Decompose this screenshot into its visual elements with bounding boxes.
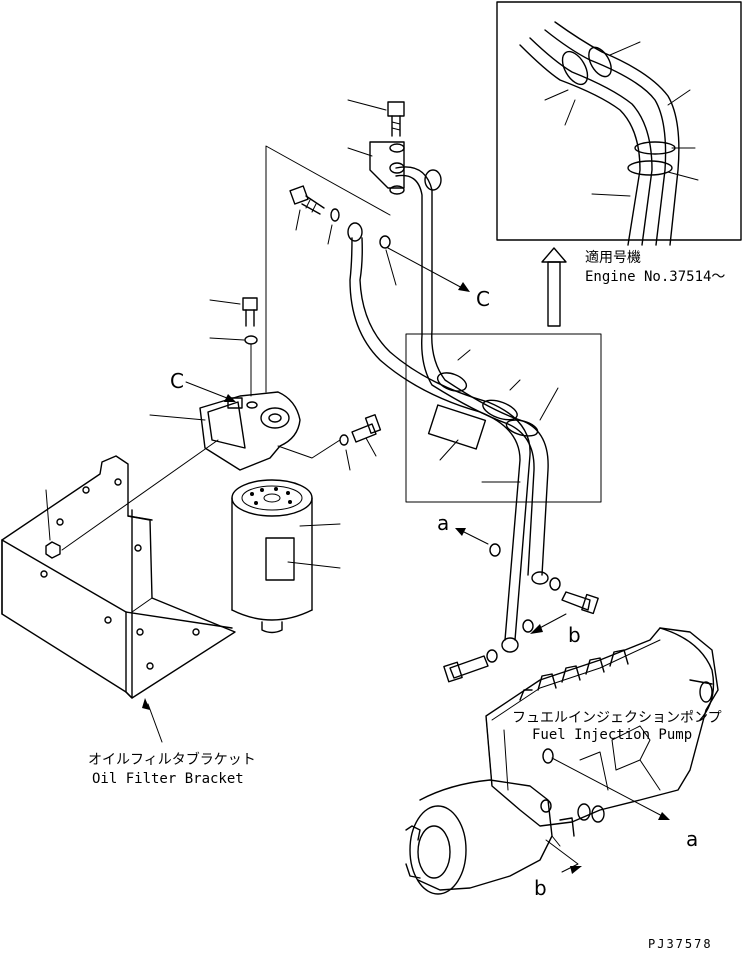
marker-a-lower-arrow	[551, 757, 670, 820]
lower-banjo-parts	[443, 577, 599, 683]
oil-filter-cartridge	[231, 479, 341, 634]
view-c-arrow	[387, 247, 470, 292]
marker-a-upper: a	[437, 511, 449, 535]
applicability-en: Engine No.37514～	[585, 269, 725, 285]
marker-b-lower-arrow	[545, 839, 582, 874]
hose-mounting-bracket	[347, 99, 405, 195]
marker-a-lower: a	[686, 827, 698, 851]
drawing-number: PJ37578	[648, 937, 713, 951]
marker-b-upper-arrow	[530, 613, 567, 634]
oil-filter-bracket	[1, 439, 236, 699]
bracket-leader-arrow	[142, 698, 163, 743]
clamp-callout-box	[405, 333, 602, 503]
bracket-label-jp: オイルフィルタブラケット	[88, 751, 256, 768]
fuel-hose-assembly	[347, 166, 559, 653]
pump-label-jp: フュエルインジェクションポンプ	[512, 710, 722, 726]
marker-b-lower: b	[534, 876, 547, 900]
detail-pointer-arrow	[541, 247, 567, 327]
detail-inset	[496, 1, 742, 246]
view-c-label-left: C	[170, 369, 184, 393]
filter-head	[149, 145, 391, 471]
hose-banjo-bolt	[289, 185, 397, 286]
bracket-label-en: Oil Filter Bracket	[92, 771, 244, 787]
pump-label-en: Fuel Injection Pump	[532, 727, 692, 743]
marker-a-upper-arrow	[455, 528, 501, 557]
marker-b-upper: b	[568, 623, 581, 647]
view-c-arrow-left	[185, 381, 236, 402]
view-c-label-right: C	[476, 287, 490, 311]
fuel-injection-pump	[405, 627, 719, 895]
applicability-jp: 適用号機	[585, 249, 641, 266]
